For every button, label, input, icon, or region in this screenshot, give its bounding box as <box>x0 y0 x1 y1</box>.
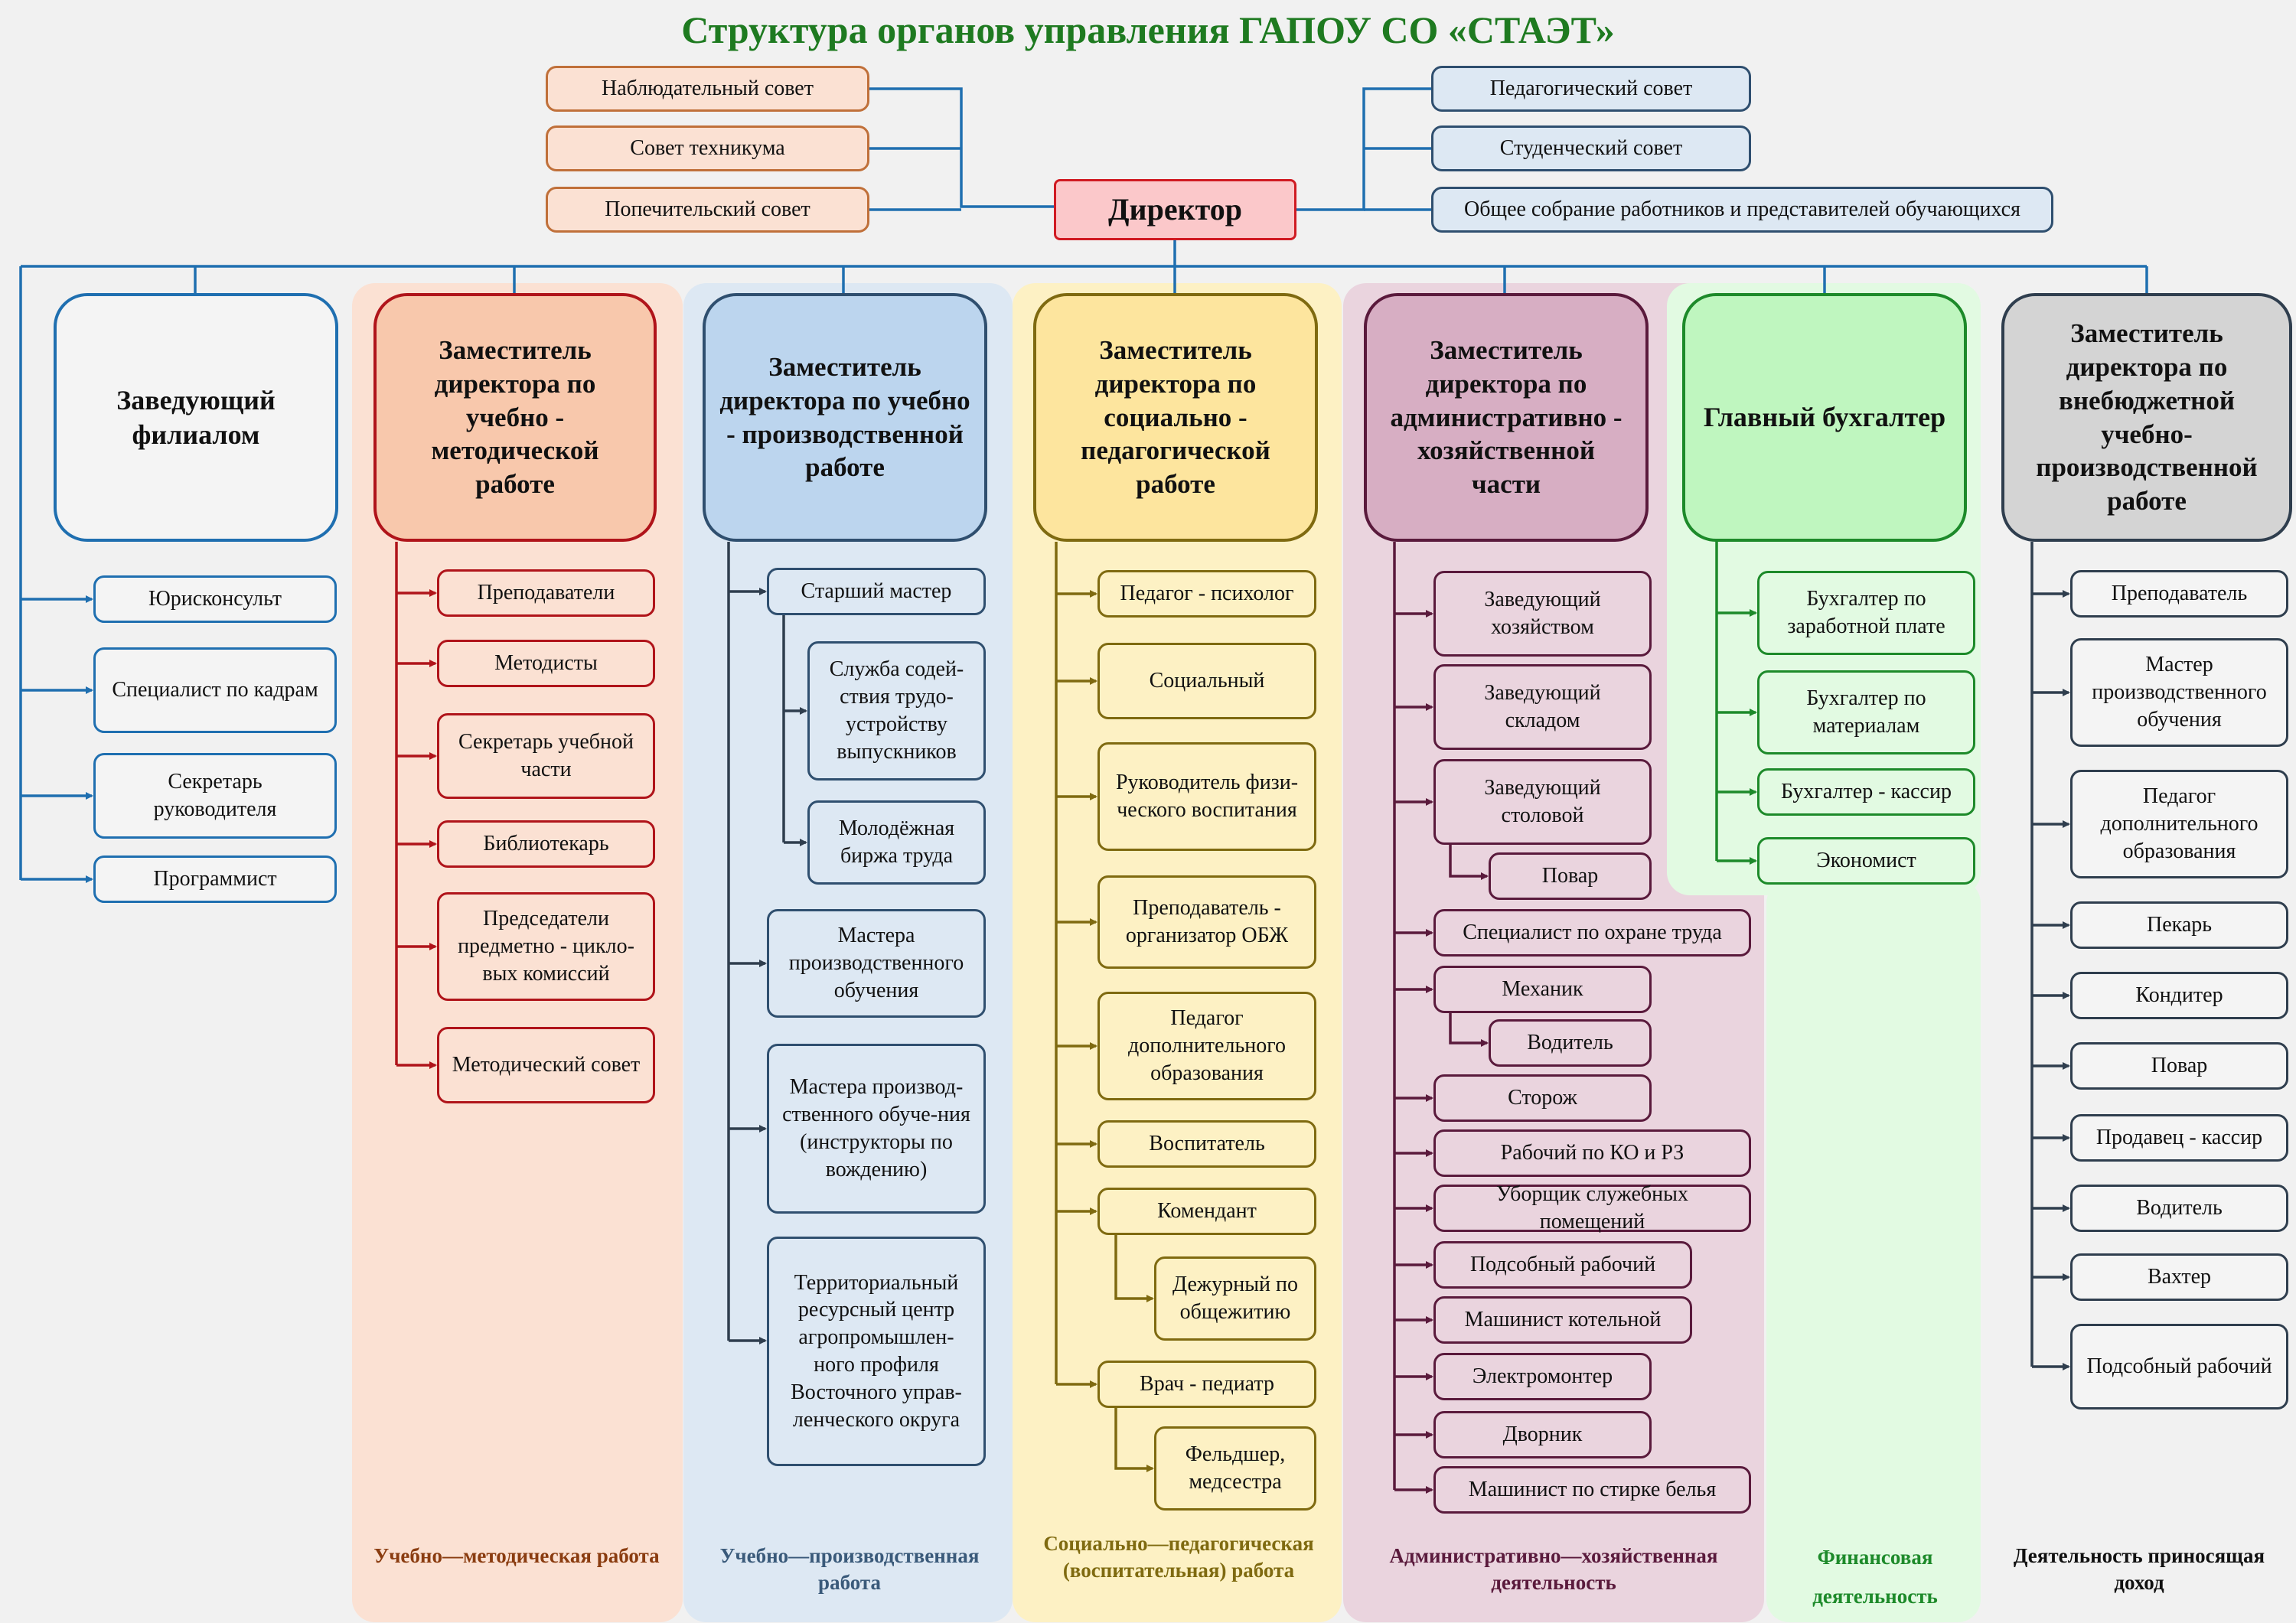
head-deputy-extrabudget: Заместитель директора по внебюджетной уч… <box>2001 293 2292 542</box>
footer-finance: Финансовая деятельность <box>1812 1546 1938 1608</box>
footer-income: Деятельность приносящая доход <box>2013 1544 2265 1595</box>
item-confectioner: Кондитер <box>2070 972 2288 1019</box>
item-obzh-teacher: Преподаватель - организатор ОБЖ <box>1097 875 1316 969</box>
item-librarian: Библиотекарь <box>437 820 655 868</box>
head-deputy-production: Заместитель директора по учебно - произв… <box>703 293 987 542</box>
council-students: Студенческий совет <box>1431 125 1751 171</box>
item-commandant: Комендант <box>1097 1188 1316 1235</box>
item-pe-head: Руководитель физи-ческого воспитания <box>1097 742 1316 851</box>
connector-col4-sub-1 <box>1449 845 1489 880</box>
item-canteen-manager: Заведующий столовой <box>1433 759 1652 845</box>
council-pedagogical: Педагогический совет <box>1431 66 1751 112</box>
item-methodical-council: Методический совет <box>437 1027 655 1103</box>
item-legal-counsel: Юрисконсульт <box>93 575 337 623</box>
item-payroll-accountant: Бухгалтер по заработной плате <box>1757 571 1975 655</box>
director-box: Директор <box>1054 179 1296 240</box>
item-driver: Водитель <box>1489 1019 1652 1067</box>
head-deputy-social: Заместитель директора по социально - пед… <box>1033 293 1318 542</box>
item-warehouse-manager: Заведующий складом <box>1433 664 1652 750</box>
item-extra-education: Педагог дополнительного образования <box>1097 992 1316 1100</box>
item-cashier-accountant: Бухгалтер - кассир <box>1757 768 1975 816</box>
item-teacher: Преподаватель <box>2070 570 2288 618</box>
footer-production: Учебно—производственная работа <box>719 1544 980 1595</box>
item-psychologist: Педагог - психолог <box>1097 570 1316 618</box>
item-driving-instructors: Мастера производ-ственного обуче-ния (ин… <box>767 1044 986 1214</box>
footer-methodical: Учебно—методическая работа <box>373 1544 660 1567</box>
item-youth-labor-exchange: Молодёжная биржа труда <box>807 800 986 885</box>
item-office-cleaner: Уборщик служебных помещений <box>1433 1182 1751 1234</box>
head-chief-accountant: Главный бухгалтер <box>1682 293 1967 542</box>
item-senior-master: Старший мастер <box>767 568 986 615</box>
item-materials-accountant: Бухгалтер по материалам <box>1757 670 1975 754</box>
item-cook-2: Повар <box>2070 1042 2288 1090</box>
council-trustees: Попечительский совет <box>546 187 869 233</box>
item-academic-secretary: Секретарь учебной части <box>437 713 655 799</box>
item-production-master: Мастер производственного обучения <box>2070 638 2288 747</box>
item-ko-rz-worker: Рабочий по КО и РЗ <box>1433 1129 1751 1177</box>
footer-social: Социально—педагогическая (воспитательная… <box>1043 1532 1314 1582</box>
item-janitor: Дворник <box>1433 1411 1652 1458</box>
footer-admin: Административно—хозяйственная деятельнос… <box>1389 1544 1718 1595</box>
item-boiler-operator: Машинист котельной <box>1433 1296 1692 1344</box>
item-mechanic: Механик <box>1433 966 1652 1013</box>
item-educator: Воспитатель <box>1097 1120 1316 1168</box>
item-programmer: Программист <box>93 855 337 903</box>
item-commission-chairs: Председатели предметно - цикло-вых комис… <box>437 892 655 1001</box>
item-auxiliary-worker: Подсобный рабочий <box>1433 1241 1692 1289</box>
section-bg-finance <box>1766 880 1981 1622</box>
item-production-masters: Мастера производственного обучения <box>767 909 986 1018</box>
council-supervisory: Наблюдательный совет <box>546 66 869 112</box>
item-auxiliary-worker-2: Подсобный рабочий <box>2070 1324 2288 1410</box>
connector-col3-sub-1 <box>1114 1235 1154 1302</box>
item-watchman: Сторож <box>1433 1074 1652 1122</box>
item-hr-specialist: Специалист по кадрам <box>93 647 337 733</box>
item-methodists: Методисты <box>437 640 655 687</box>
item-laundry-operator: Машинист по стирке белья <box>1433 1466 1751 1514</box>
item-employment-service: Служба содей-ствия трудо-устройству выпу… <box>807 641 986 781</box>
item-teachers: Преподаватели <box>437 569 655 617</box>
item-sales-cashier: Продавец - кассир <box>2070 1114 2288 1162</box>
item-economist: Экономист <box>1757 837 1975 885</box>
item-electrician: Электромонтер <box>1433 1353 1652 1400</box>
head-deputy-admin: Заместитель директора по административно… <box>1364 293 1649 542</box>
item-paramedic: Фельдшер, медсестра <box>1154 1426 1316 1511</box>
item-resource-center: Территориальный ресурсный центр агропром… <box>767 1237 986 1466</box>
connector-col3-sub-2 <box>1114 1408 1154 1472</box>
item-safety-specialist: Специалист по охране труда <box>1433 909 1751 957</box>
item-pediatrician: Врач - педиатр <box>1097 1361 1316 1408</box>
council-technicum: Совет техникума <box>546 125 869 171</box>
head-deputy-methodical: Заместитель директора по учебно - методи… <box>373 293 657 542</box>
council-general-assembly: Общее собрание работников и представител… <box>1431 187 2053 233</box>
item-additional-education-teacher: Педагог дополнительного образования <box>2070 770 2288 878</box>
item-dorm-duty: Дежурный по общежитию <box>1154 1256 1316 1341</box>
item-baker: Пекарь <box>2070 901 2288 949</box>
item-social: Социальный <box>1097 643 1316 719</box>
head-branch-manager: Заведующий филиалом <box>54 293 338 542</box>
item-housekeeping-manager: Заведующий хозяйством <box>1433 571 1652 657</box>
item-cook: Повар <box>1489 852 1652 900</box>
connector-col4-sub-2 <box>1449 1013 1489 1047</box>
item-secretary: Секретарь руководителя <box>93 753 337 839</box>
item-watchman-2: Вахтер <box>2070 1253 2288 1301</box>
item-driver-2: Водитель <box>2070 1185 2288 1232</box>
page-title: Структура органов управления ГАПОУ СО «С… <box>681 8 1615 51</box>
